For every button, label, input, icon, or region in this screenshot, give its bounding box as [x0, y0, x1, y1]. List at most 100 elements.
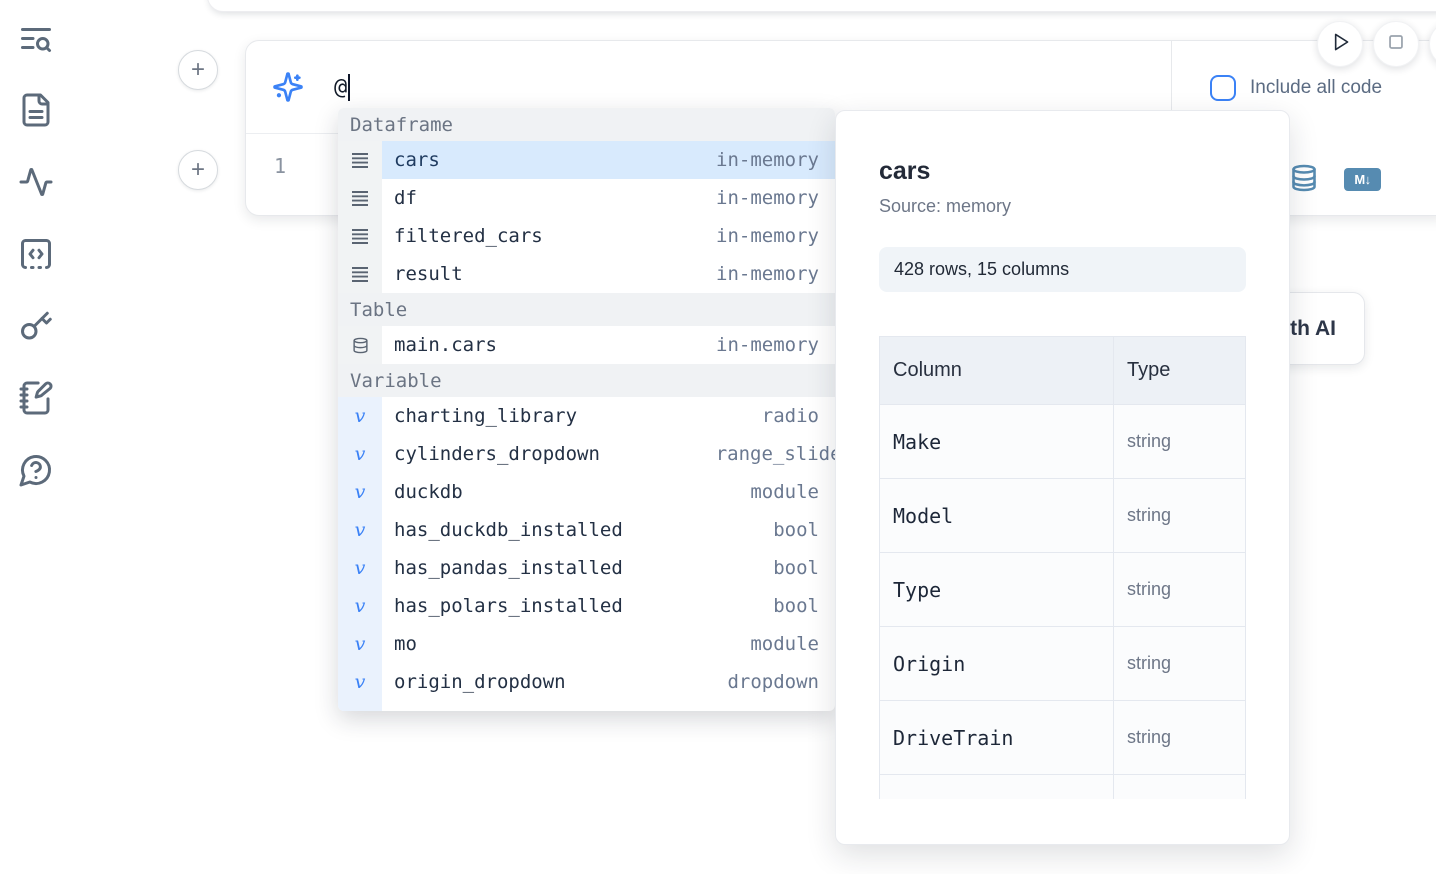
sidebar-item-files[interactable] — [16, 92, 56, 132]
completion-item-name: has_polars_installed — [394, 595, 623, 617]
add-cell-above-button[interactable]: + — [178, 50, 218, 90]
key-icon — [18, 308, 54, 349]
sidebar-item-search[interactable] — [16, 22, 56, 62]
completion-item[interactable]: main.cars in-memory — [338, 326, 835, 364]
sparkles-icon — [272, 71, 304, 103]
completion-item-name: mo — [394, 633, 417, 655]
file-text-icon — [18, 92, 54, 133]
completion-item-type: dropdown — [727, 671, 819, 693]
variable-icon: v — [338, 701, 382, 711]
schema-row: DriveTrain string — [879, 700, 1246, 775]
completion-item[interactable]: v cylinders_dropdown range_slider — [338, 435, 835, 473]
database-icon[interactable] — [1290, 164, 1318, 194]
sidebar-item-scratchpad[interactable] — [16, 380, 56, 420]
sidebar-item-tracing[interactable] — [16, 164, 56, 204]
completion-item-type: in-memory — [716, 187, 819, 209]
completion-item[interactable]: v pd module — [338, 701, 835, 711]
code-editor-row[interactable]: 1 M↓ — [246, 134, 1436, 215]
sidebar-item-help[interactable] — [16, 452, 56, 492]
column-name: Model — [893, 503, 954, 528]
completion-item-name: origin_dropdown — [394, 671, 566, 693]
column-name: DriveTrain — [893, 725, 1014, 750]
column-type: string — [1127, 505, 1172, 525]
code-square-icon — [18, 236, 54, 277]
stop-icon — [1383, 29, 1409, 60]
completion-item-name: filtered_cars — [394, 225, 543, 247]
add-cell-below-button[interactable]: + — [178, 150, 218, 190]
dataframe-rows-icon — [338, 217, 382, 255]
completion-item-name: duckdb — [394, 481, 463, 503]
schema-row: Make string — [879, 404, 1246, 479]
prompt-value: @ — [334, 74, 348, 100]
panel-source: Source: memory — [879, 196, 1012, 216]
completion-item[interactable]: v origin_dropdown dropdown — [338, 663, 835, 701]
column-name: Make — [893, 429, 942, 454]
column-type: string — [1127, 431, 1172, 451]
completion-item-name: has_pandas_installed — [394, 557, 623, 579]
completion-item-name: pd — [394, 709, 417, 711]
include-all-code-checkbox[interactable] — [1210, 74, 1236, 101]
completion-item-type: radio — [761, 405, 819, 427]
list-search-icon — [18, 22, 54, 63]
completion-item-type: bool — [773, 519, 819, 541]
completion-item-type: in-memory — [716, 334, 819, 356]
popup-section-header: Dataframe — [338, 108, 835, 141]
sidebar — [0, 0, 72, 874]
interrupt-button[interactable] — [1373, 21, 1419, 67]
notebook-pen-icon — [18, 380, 54, 421]
column-type: string — [1127, 653, 1172, 673]
text-cursor — [348, 73, 351, 101]
completion-item-type: module — [750, 481, 819, 503]
play-icon — [1327, 29, 1353, 60]
completion-item-type: bool — [773, 557, 819, 579]
completion-item-name: df — [394, 187, 417, 209]
database-icon — [338, 326, 382, 364]
popup-section-header: Table — [338, 293, 835, 326]
panel-title: cars — [879, 157, 931, 185]
completion-item-type: in-memory — [716, 225, 819, 247]
sidebar-item-snippets[interactable] — [16, 236, 56, 276]
completion-item-type: module — [750, 709, 819, 711]
dataframe-preview-panel: cars Source: memory 428 rows, 15 columns… — [835, 110, 1290, 845]
completion-item-name: result — [394, 263, 463, 285]
dataframe-rows-icon — [338, 179, 382, 217]
completion-item-type: module — [750, 633, 819, 655]
dataframe-rows-icon — [338, 255, 382, 293]
completion-item-name: has_duckdb_installed — [394, 519, 623, 541]
variable-icon: v — [338, 587, 382, 625]
run-cell-button[interactable] — [1317, 21, 1363, 67]
completion-item-type: range_slider — [715, 443, 835, 465]
help-chat-icon — [18, 452, 54, 493]
schema-row: Model string — [879, 478, 1246, 553]
dataframe-rows-icon — [338, 141, 382, 179]
schema-col-header: Column — [879, 336, 1114, 405]
schema-row-partial — [879, 774, 1246, 799]
markdown-icon[interactable]: M↓ — [1344, 167, 1381, 191]
include-all-code-group: Include all code — [1171, 41, 1436, 134]
variable-icon: v — [338, 435, 382, 473]
completion-item[interactable]: filtered_cars in-memory — [338, 217, 835, 255]
variable-icon: v — [338, 663, 382, 701]
completion-item-name: cylinders_dropdown — [394, 443, 600, 465]
completion-item-name: main.cars — [394, 334, 497, 356]
sidebar-item-secrets[interactable] — [16, 308, 56, 348]
line-number: 1 — [273, 154, 287, 178]
column-type: string — [1127, 727, 1172, 747]
completion-item[interactable]: df in-memory — [338, 179, 835, 217]
schema-col-header: Type — [1113, 336, 1246, 405]
variable-icon: v — [338, 473, 382, 511]
